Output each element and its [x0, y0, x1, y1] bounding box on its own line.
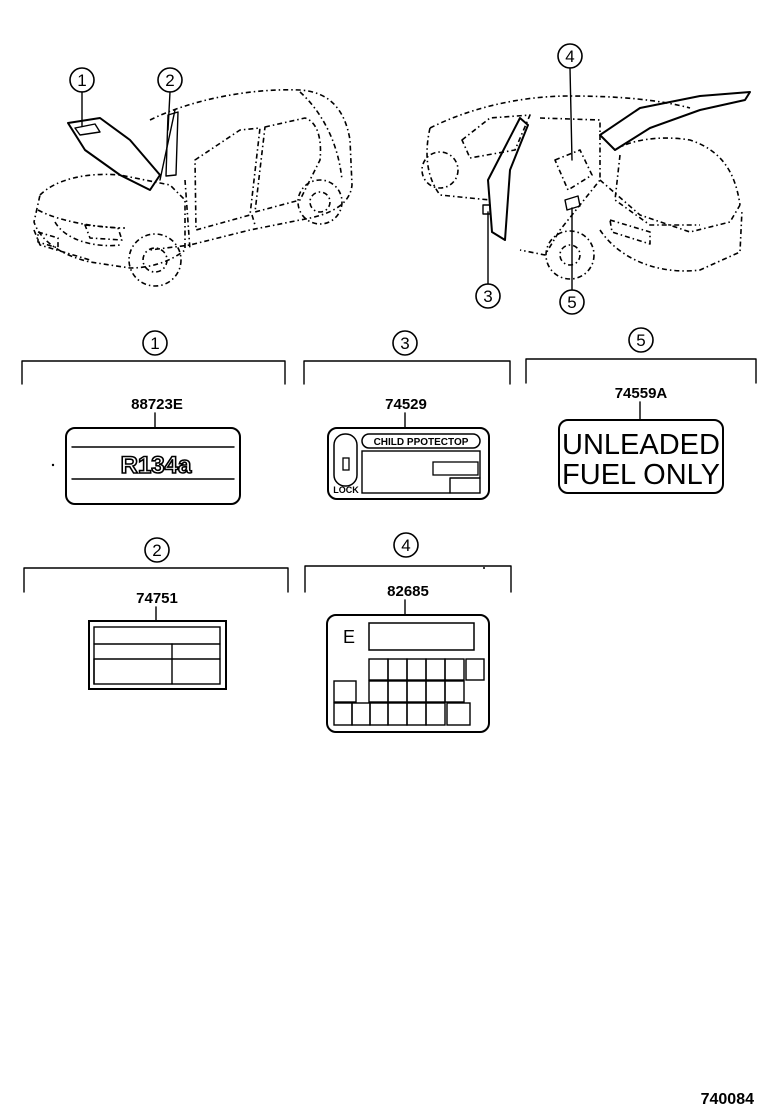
svg-text:4: 4 [401, 536, 410, 555]
svg-text:4: 4 [565, 47, 574, 66]
part-number-74751: 74751 [136, 590, 178, 607]
svg-text:5: 5 [636, 331, 645, 350]
label-child-protector: LOCK CHILD PPOTECTOP [327, 427, 490, 500]
svg-text:FUEL ONLY: FUEL ONLY [562, 459, 720, 491]
part-1-group: 1 88723E R134a [21, 330, 286, 505]
svg-text:LOCK: LOCK [333, 485, 359, 495]
part-number-74559A: 74559A [615, 385, 668, 402]
rear-car-illustration [421, 91, 751, 280]
label-grid-e: E [326, 614, 490, 733]
svg-text:1: 1 [150, 334, 159, 353]
part-number-88723E: 88723E [131, 396, 183, 413]
part-4-group: 4 82685 E [304, 532, 512, 733]
callout-3-on-car: 3 [475, 211, 501, 309]
svg-text:2: 2 [152, 541, 161, 560]
part-2-group: 2 74751 [23, 537, 289, 690]
front-car-illustration [33, 88, 353, 287]
callout-4-on-car: 4 [557, 43, 583, 161]
callout-2-on-car: 2 [157, 67, 183, 131]
svg-text:R134a: R134a [121, 452, 192, 479]
callout-5-on-car: 5 [559, 207, 585, 315]
svg-text:UNLEADED: UNLEADED [562, 429, 720, 461]
svg-text:3: 3 [400, 334, 409, 353]
callout-1-on-car: 1 [69, 67, 95, 127]
svg-text:3: 3 [483, 287, 492, 306]
diagram-id: 740084 [701, 1091, 754, 1108]
part-number-82685: 82685 [387, 583, 429, 600]
part-5-group: 5 74559A UNLEADED FUEL ONLY [525, 327, 757, 494]
part-3-group: 3 74529 LOCK CHILD PPOTECTOP [303, 330, 511, 500]
svg-text:2: 2 [165, 71, 174, 90]
label-r134a: R134a [65, 427, 241, 505]
svg-text:E: E [343, 627, 355, 647]
label-blank-table [88, 620, 227, 690]
part-number-74529: 74529 [385, 396, 427, 413]
svg-text:1: 1 [77, 71, 86, 90]
svg-text:CHILD PPOTECTOP: CHILD PPOTECTOP [374, 437, 469, 448]
svg-text:5: 5 [567, 293, 576, 312]
label-unleaded-fuel: UNLEADED FUEL ONLY [558, 419, 724, 494]
